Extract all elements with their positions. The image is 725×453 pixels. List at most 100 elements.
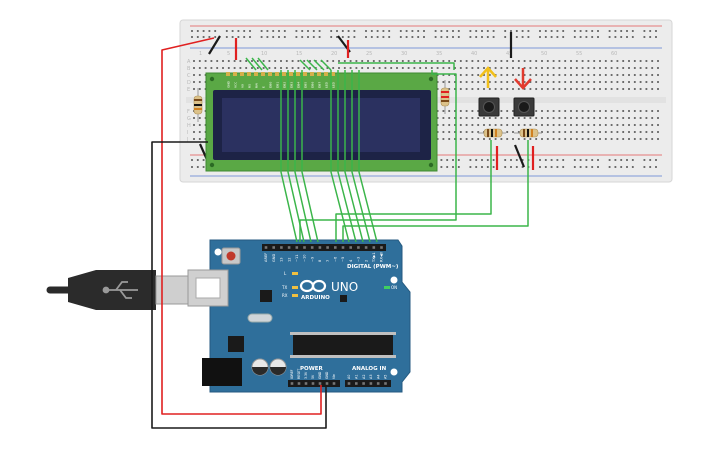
breadboard-hole xyxy=(587,124,590,126)
breadboard-hole xyxy=(475,36,478,38)
breadboard-hole xyxy=(459,60,462,62)
breadboard-hole xyxy=(465,117,468,119)
breadboard-hole xyxy=(558,81,561,83)
breadboard-hole xyxy=(579,30,582,32)
breadboard-hole xyxy=(483,74,485,76)
breadboard-hole xyxy=(382,36,385,38)
breadboard-hole xyxy=(483,88,485,90)
breadboard-jumpers[interactable] xyxy=(198,32,535,170)
lcd-pin xyxy=(296,72,300,76)
breadboard-hole xyxy=(517,124,520,126)
breadboard-hole xyxy=(465,60,468,62)
green-wire[interactable] xyxy=(301,70,319,243)
analog-pin-label: A1 xyxy=(355,375,359,379)
breadboard-hole xyxy=(512,60,514,62)
power-pin-label: Vin xyxy=(332,374,336,379)
breadboard-hole xyxy=(593,60,596,62)
breadboard-hole xyxy=(608,30,611,32)
green-wire[interactable] xyxy=(358,70,378,243)
long-wires[interactable] xyxy=(151,37,529,429)
breadboard-hole xyxy=(628,67,630,69)
digital-pin-label: 4 xyxy=(349,259,353,262)
green-jumper[interactable] xyxy=(257,57,269,71)
button-cap[interactable] xyxy=(483,101,495,113)
green-wire[interactable] xyxy=(337,70,357,243)
breadboard-hole xyxy=(440,36,443,38)
breadboard-hole xyxy=(631,159,634,161)
breadboard-hole xyxy=(541,88,543,90)
breadboard-hole xyxy=(556,36,559,38)
digital-pin-label: ~6 xyxy=(334,256,338,262)
breadboard-hole xyxy=(198,88,201,90)
push-button-down[interactable] xyxy=(513,97,535,117)
breadboard-hole xyxy=(486,30,489,32)
green-jumper[interactable] xyxy=(299,59,311,71)
breadboard-hole xyxy=(573,166,576,168)
green-wire[interactable] xyxy=(299,70,457,242)
breadboard-hole xyxy=(378,67,381,69)
breadboard-hole xyxy=(193,60,195,62)
usb-cable[interactable] xyxy=(46,270,189,310)
breadboard-hole xyxy=(459,138,462,140)
green-wire[interactable] xyxy=(287,70,305,243)
push-button-up[interactable] xyxy=(478,97,500,117)
digital-pin-hole xyxy=(357,246,360,249)
breadboard-hole xyxy=(459,88,462,90)
breadboard-hole xyxy=(558,124,561,126)
power-label: POWER xyxy=(300,366,324,372)
resistor-left[interactable] xyxy=(193,88,203,122)
green-jumper[interactable] xyxy=(306,59,318,71)
breadboard-hole xyxy=(633,67,636,69)
breadboard-hole xyxy=(544,159,547,161)
breadboard-hole xyxy=(556,166,559,168)
breadboard-hole xyxy=(535,88,538,90)
resistor-button-1[interactable] xyxy=(478,128,506,138)
breadboard-hole xyxy=(193,67,195,69)
reset-button-cap[interactable] xyxy=(226,251,236,261)
breadboard-hole xyxy=(628,88,630,90)
resistor-right-of-lcd[interactable] xyxy=(440,80,450,114)
breadboard-hole xyxy=(442,110,445,112)
green-wire[interactable] xyxy=(330,70,350,243)
green-wire-backlight[interactable] xyxy=(338,62,455,70)
green-wire-button-down[interactable] xyxy=(342,140,529,242)
breadboard-hole xyxy=(477,81,480,83)
breadboard-hole xyxy=(620,30,623,32)
breadboard-hole xyxy=(260,30,263,32)
black-jumper-button-2[interactable] xyxy=(513,144,526,168)
black-jumper-left[interactable] xyxy=(208,35,221,55)
breadboard-hole xyxy=(436,117,439,119)
lcd-mount-hole xyxy=(428,76,434,82)
breadboard-hole xyxy=(639,67,642,69)
green-jumper[interactable] xyxy=(251,57,263,71)
green-wire[interactable] xyxy=(280,70,298,243)
green-jumper[interactable] xyxy=(313,59,325,71)
chip-socket-bottom xyxy=(290,355,396,358)
green-jumper[interactable] xyxy=(245,57,257,71)
green-wire[interactable] xyxy=(351,70,371,243)
red-power-wire[interactable] xyxy=(161,37,322,415)
breadboard-hole xyxy=(442,124,445,126)
green-jumper[interactable] xyxy=(320,59,332,71)
green-wire[interactable] xyxy=(344,70,364,243)
power-pin-hole xyxy=(311,382,315,385)
green-wire[interactable] xyxy=(294,70,312,243)
breadboard-hole xyxy=(512,67,514,69)
green-wire-button-up[interactable] xyxy=(335,140,492,242)
breadboard-hole xyxy=(585,36,588,38)
breadboard-hole xyxy=(608,166,611,168)
row-letter: G xyxy=(187,116,191,122)
breadboard-hole xyxy=(628,124,630,126)
button-cap[interactable] xyxy=(518,101,530,113)
small-chip xyxy=(340,295,347,302)
breadboard-hole xyxy=(483,67,485,69)
digital-pin-hole xyxy=(280,246,283,249)
resistor-button-2[interactable] xyxy=(514,128,542,138)
power-jack[interactable] xyxy=(202,358,242,386)
breadboard-hole xyxy=(628,138,630,140)
breadboard-hole xyxy=(556,30,559,32)
black-ground-wire[interactable] xyxy=(151,141,327,429)
breadboard-hole xyxy=(512,124,514,126)
